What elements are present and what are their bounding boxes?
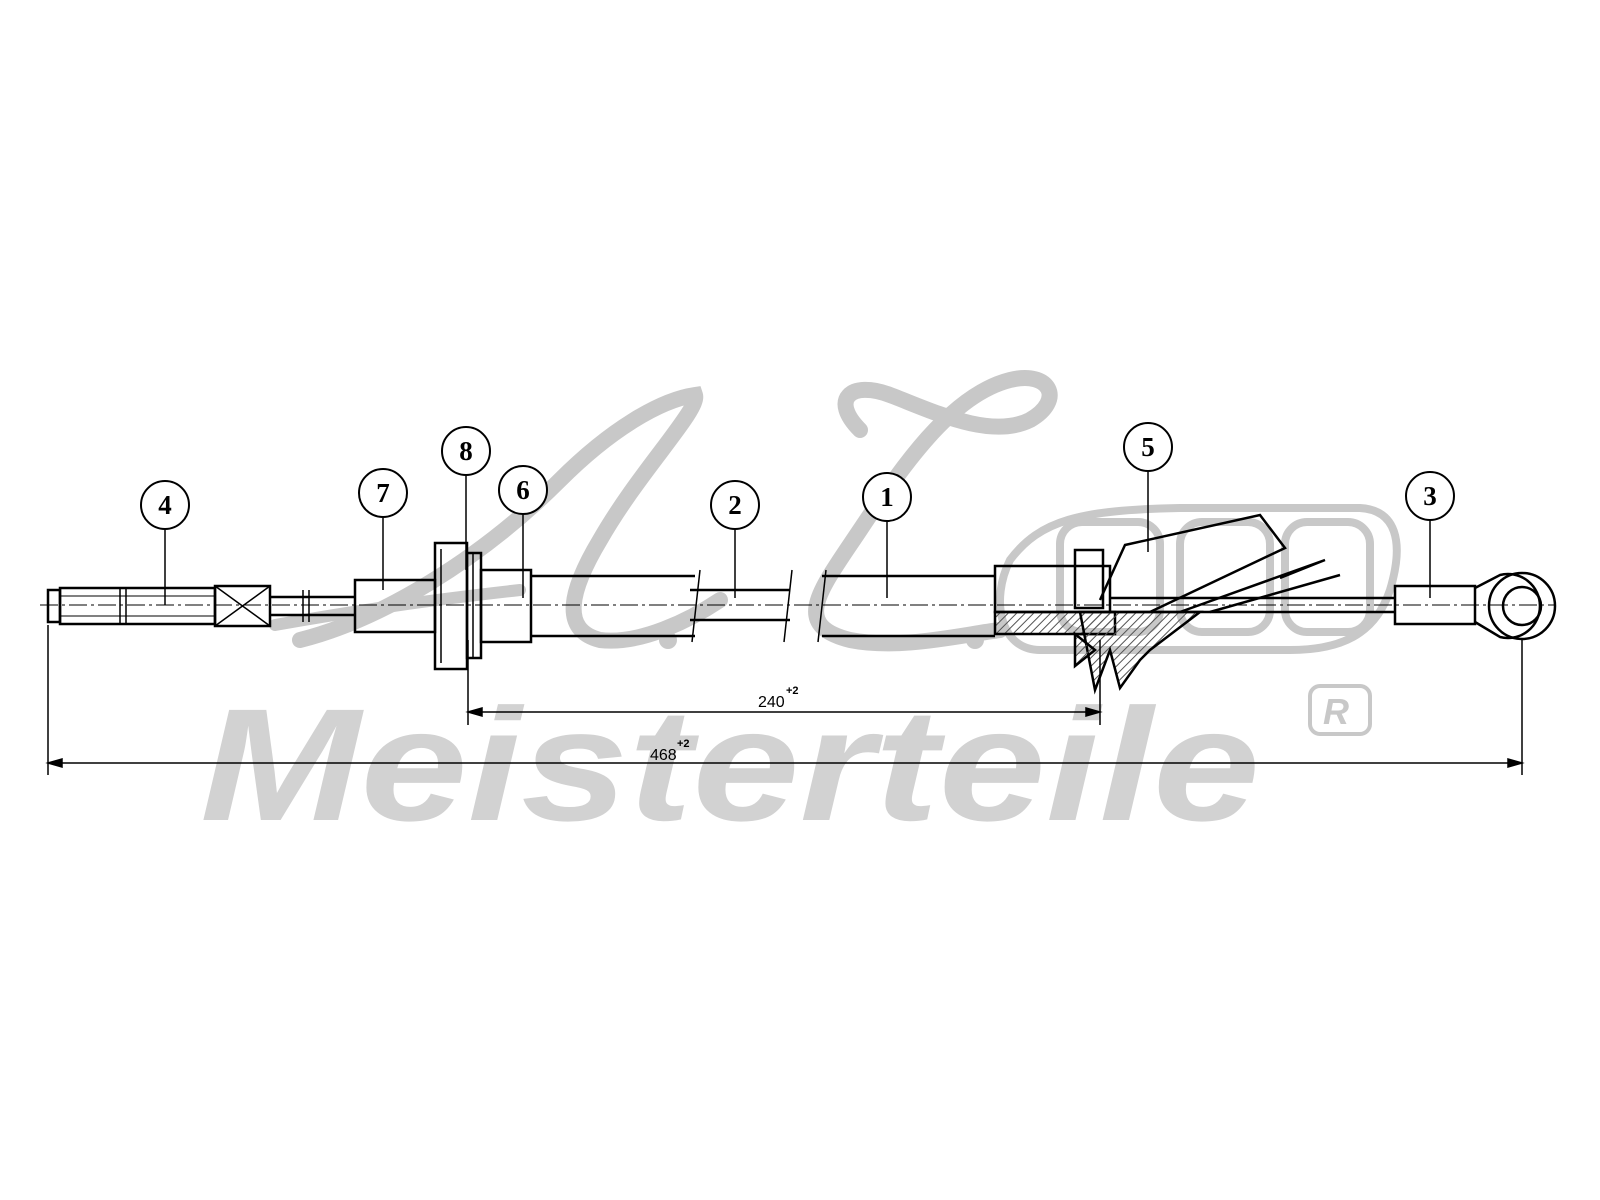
callout-7-label: 7 — [376, 478, 390, 508]
callout-4-circle — [140, 480, 190, 530]
callout-4-label: 4 — [158, 490, 172, 520]
dimension-468 — [45, 625, 1525, 775]
callout-1-label: 1 — [880, 482, 894, 512]
dimension-240-value: 240 — [758, 694, 785, 711]
part-4-threaded-end — [46, 584, 272, 628]
dimension-240 — [465, 640, 1103, 725]
watermark-monogram-a — [292, 386, 728, 649]
part-8-flange — [433, 541, 483, 671]
callout-7-circle — [358, 468, 408, 518]
part-5-bracket — [993, 513, 1341, 695]
watermark-car-logo — [996, 504, 1401, 654]
watermark-monogram-bar — [269, 584, 526, 631]
callout-3-circle — [1405, 471, 1455, 521]
watermark-brand: Meisterteile — [200, 675, 1260, 854]
callout-8-circle — [441, 426, 491, 476]
callout-5-circle — [1123, 422, 1173, 472]
callout-1: 1 — [862, 472, 912, 522]
callout-4: 4 — [140, 480, 190, 530]
callout-7: 7 — [358, 468, 408, 518]
callout-8: 8 — [441, 426, 491, 476]
part-6-bushing — [479, 568, 533, 644]
callout-1-circle — [862, 472, 912, 522]
watermark-monogram-l — [808, 370, 1058, 652]
outer-sheath — [531, 569, 995, 643]
dimension-468-tolerance: +2 — [677, 738, 690, 750]
dimension-240-tolerance: +2 — [786, 685, 799, 697]
callout-5: 5 — [1123, 422, 1173, 472]
dimension-468-value: 468 — [650, 747, 677, 764]
callout-5-label: 5 — [1141, 432, 1155, 462]
callout-6-label: 6 — [516, 475, 530, 505]
watermark-registered-box — [1308, 684, 1372, 736]
cable-assembly — [40, 472, 1557, 775]
callout-2-circle — [710, 480, 760, 530]
watermark-dot-1 — [659, 631, 677, 649]
callout-2-label: 2 — [728, 490, 742, 520]
callout-2: 2 — [710, 480, 760, 530]
callout-8-label: 8 — [459, 436, 473, 466]
watermark-car-window-3 — [1281, 518, 1374, 636]
callout-3: 3 — [1405, 471, 1455, 521]
watermark-registered-letter: R — [1323, 691, 1349, 732]
callout-6-circle — [498, 465, 548, 515]
callout-3-label: 3 — [1423, 481, 1437, 511]
part-3-eye-end — [1393, 571, 1557, 641]
callout-6: 6 — [498, 465, 548, 515]
leader-lines — [164, 472, 1431, 605]
watermark-dot-2 — [966, 631, 984, 649]
